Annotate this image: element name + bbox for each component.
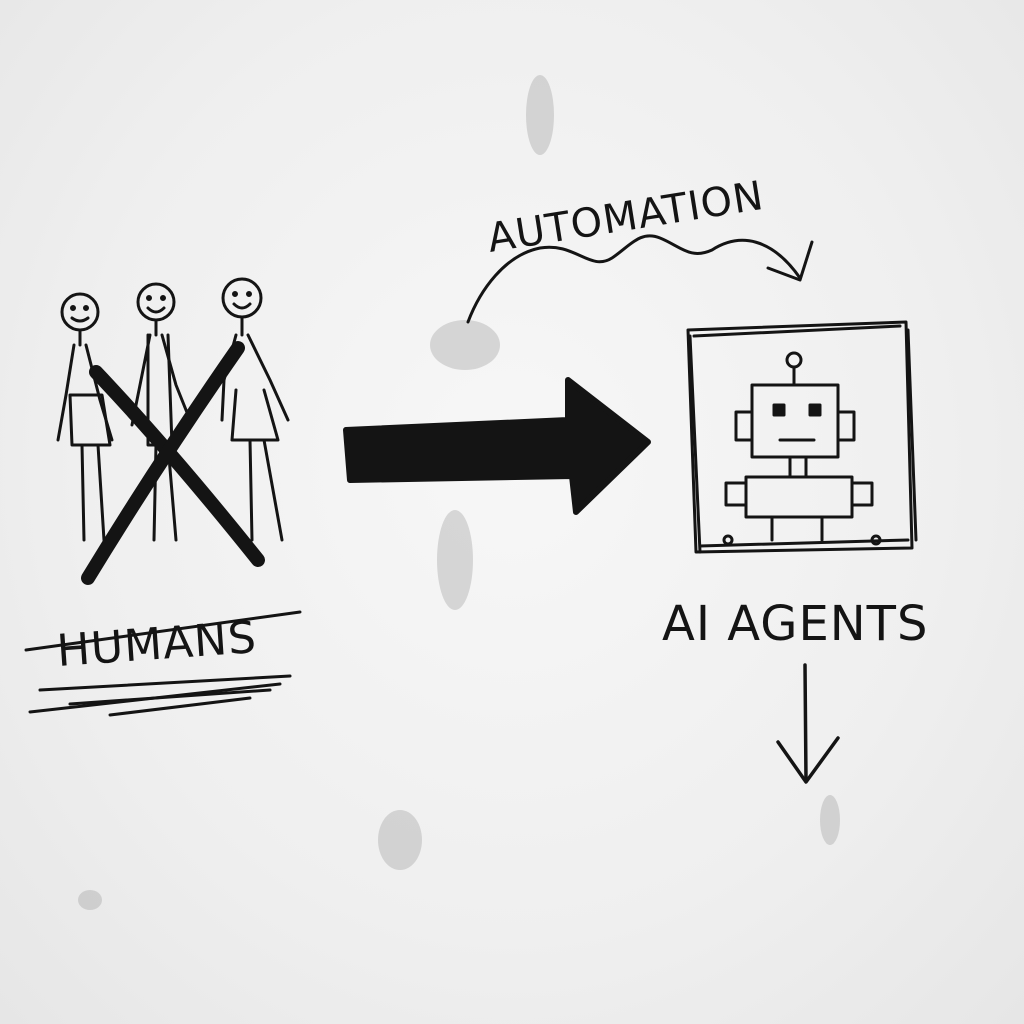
smudges — [78, 75, 840, 910]
big-right-arrow-icon — [343, 377, 651, 515]
robot-frame — [686, 320, 918, 554]
stick-figure-3 — [220, 277, 290, 542]
humans-strike-through — [24, 610, 302, 717]
humans-label: HUMANS — [55, 612, 258, 677]
automation-curve-arrow-icon — [466, 234, 814, 324]
stick-figure-1 — [56, 292, 114, 542]
cross-out-x-icon — [81, 341, 265, 585]
robot-icon — [722, 351, 882, 546]
ai-agents-label: AI AGENTS — [662, 596, 928, 652]
down-arrow-icon — [776, 663, 840, 784]
